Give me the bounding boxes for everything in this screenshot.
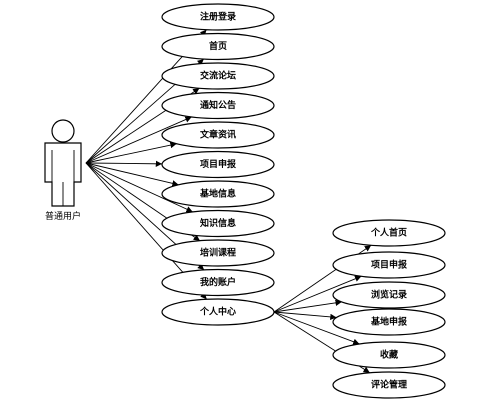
- use-case-10: 个人中心: [161, 298, 275, 326]
- personal-center-child-4-label: 收藏: [380, 349, 398, 361]
- use-case-8-shape: [161, 239, 275, 267]
- personal-center-child-2: 浏览记录: [332, 281, 446, 309]
- use-case-0: 注册登录: [161, 3, 275, 31]
- edge-actor-to-usecase-4: [85, 141, 177, 164]
- edge-actor-to-usecase-5: [85, 160, 163, 167]
- use-case-8-label: 培训课程: [200, 247, 236, 259]
- use-case-4: 文章资讯: [161, 121, 275, 149]
- edge-personal-center-to-child-2: [273, 299, 342, 313]
- edge-personal-center-to-child-3: [273, 311, 337, 321]
- use-case-5-shape: [161, 150, 275, 179]
- use-case-nodes: 注册登录首页交流论坛通知公告文章资讯项目申报基地信息知识信息培训课程我的账户个人…: [161, 3, 446, 399]
- use-case-2-label: 交流论坛: [200, 70, 236, 82]
- personal-center-child-0: 个人首页: [332, 219, 446, 247]
- personal-center-child-2-label: 浏览记录: [371, 289, 407, 301]
- use-case-3-label: 通知公告: [200, 99, 236, 111]
- use-case-7-shape: [161, 209, 275, 238]
- edge-actor-to-usecase-3: [85, 116, 192, 164]
- use-case-6-shape: [161, 180, 275, 208]
- use-case-1-label: 首页: [209, 40, 227, 52]
- actor-label: 普通用户: [45, 210, 81, 222]
- use-case-3-shape: [161, 91, 275, 120]
- use-case-6-label: 基地信息: [199, 188, 236, 200]
- use-case-0-shape: [161, 3, 275, 31]
- personal-center-child-1-label: 项目申报: [371, 259, 407, 271]
- personal-center-child-0-label: 个人首页: [370, 227, 407, 239]
- use-case-7-label: 知识信息: [199, 217, 236, 229]
- use-case-1: 首页: [161, 32, 275, 61]
- edge-personal-center-to-child-4: [273, 311, 360, 345]
- personal-center-child-4: 收藏: [332, 341, 446, 369]
- use-case-0-label: 注册登录: [200, 11, 236, 23]
- actor-body: [44, 142, 82, 207]
- actor: 普通用户: [44, 119, 82, 222]
- use-case-7: 知识信息: [161, 209, 275, 238]
- personal-center-child-4-shape: [332, 341, 446, 369]
- personal-center-child-5-shape: [332, 371, 446, 399]
- edge-actor-to-usecase-6: [85, 162, 179, 187]
- personal-center-child-3-shape: [332, 308, 446, 336]
- personal-center-child-0-shape: [332, 219, 446, 247]
- use-case-10-label: 个人中心: [199, 306, 236, 318]
- use-case-9-shape: [161, 268, 275, 297]
- use-case-2-shape: [161, 62, 275, 90]
- edge-actor-to-usecase-7: [85, 162, 193, 213]
- personal-center-child-5: 评论管理: [332, 371, 446, 399]
- personal-center-child-1: 项目申报: [332, 251, 446, 279]
- use-case-3: 通知公告: [161, 91, 275, 120]
- personal-center-child-5-label: 评论管理: [371, 379, 407, 391]
- use-case-5: 项目申报: [161, 150, 275, 179]
- use-case-9-label: 我的账户: [200, 276, 236, 288]
- use-case-10-shape: [161, 298, 275, 326]
- personal-center-child-1-shape: [332, 251, 446, 279]
- use-case-2: 交流论坛: [161, 62, 275, 90]
- use-case-6: 基地信息: [161, 180, 275, 208]
- use-case-9: 我的账户: [161, 268, 275, 297]
- use-case-1-shape: [161, 32, 275, 61]
- personal-center-child-3-label: 基地申报: [370, 316, 407, 328]
- personal-center-child-3: 基地申报: [332, 308, 446, 336]
- use-case-4-label: 文章资讯: [199, 129, 236, 141]
- use-case-5-label: 项目申报: [200, 158, 236, 170]
- edge-personal-center-to-child-1: [273, 275, 362, 313]
- actor-head: [51, 119, 75, 143]
- use-case-8: 培训课程: [161, 239, 275, 267]
- use-case-4-shape: [161, 121, 275, 149]
- personal-center-child-2-shape: [332, 281, 446, 309]
